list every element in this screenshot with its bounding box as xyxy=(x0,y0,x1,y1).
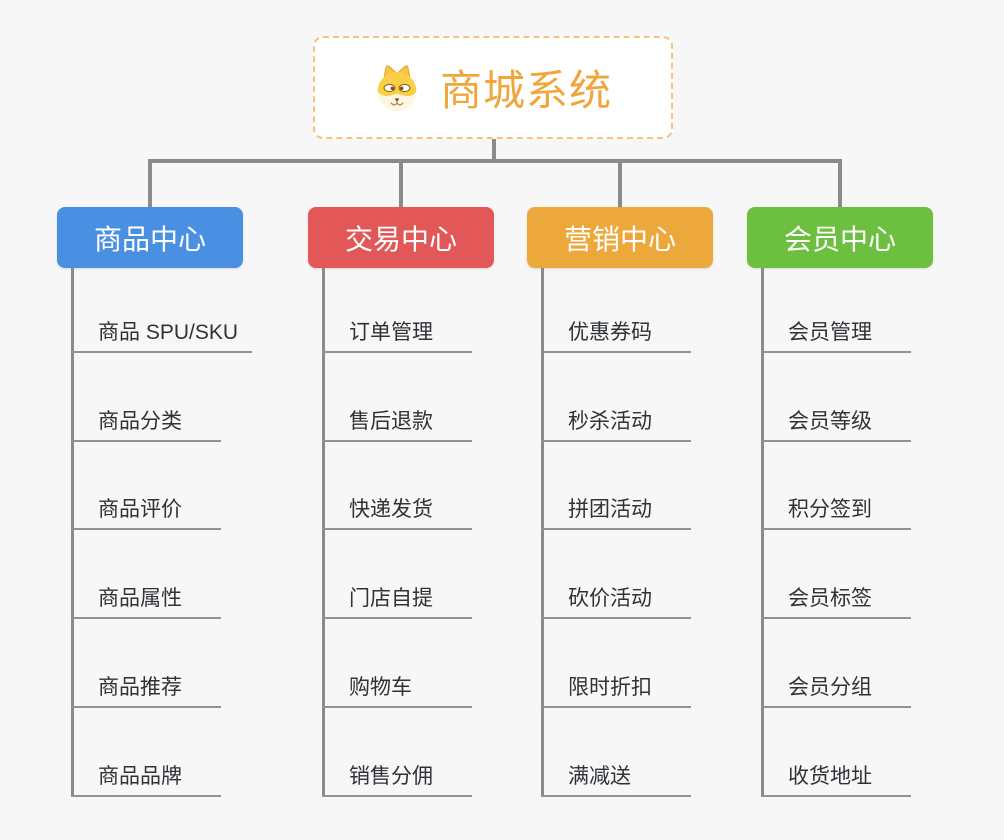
connector-horizontal xyxy=(148,159,842,163)
item-label: 积分签到 xyxy=(761,493,911,531)
item-node[interactable]: 满减送 xyxy=(541,708,691,797)
item-node[interactable]: 拼团活动 xyxy=(541,442,691,531)
branch-3: 营销中心 优惠券码秒杀活动拼团活动砍价活动限时折扣满减送 xyxy=(527,159,767,840)
branch-node[interactable]: 商品中心 xyxy=(57,207,243,268)
branch-1: 商品中心 商品 SPU/SKU 商品分类商品评价商品属性商品推荐商品品牌 xyxy=(57,159,297,840)
item-node[interactable]: 快递发货 xyxy=(322,442,472,531)
item-label: 拼团活动 xyxy=(541,493,691,531)
item-node[interactable]: 销售分佣 xyxy=(322,708,472,797)
item-node[interactable]: 会员标签 xyxy=(761,530,911,620)
item-label: 满减送 xyxy=(541,760,691,797)
branch-items: 优惠券码秒杀活动拼团活动砍价活动限时折扣满减送 xyxy=(541,264,691,797)
item-node[interactable]: 会员等级 xyxy=(761,353,911,442)
branch-node[interactable]: 营销中心 xyxy=(527,207,713,268)
item-label: 会员标签 xyxy=(761,582,911,620)
item-label: 优惠券码 xyxy=(541,316,691,353)
item-node[interactable]: 秒杀活动 xyxy=(541,353,691,442)
item-node[interactable]: 会员分组 xyxy=(761,619,911,708)
item-node[interactable]: 限时折扣 xyxy=(541,619,691,708)
item-label: 商品品牌 xyxy=(71,760,221,797)
item-label: 购物车 xyxy=(322,671,472,708)
branch-label: 会员中心 xyxy=(783,223,896,255)
item-label: 收货地址 xyxy=(761,760,911,797)
item-node[interactable]: 积分签到 xyxy=(761,442,911,531)
item-node[interactable]: 商品 SPU/SKU xyxy=(71,264,253,353)
item-node[interactable]: 收货地址 xyxy=(761,708,911,797)
item-node[interactable]: 商品推荐 xyxy=(71,619,221,708)
item-label: 订单管理 xyxy=(322,316,472,353)
branch-items: 商品 SPU/SKU 商品分类商品评价商品属性商品推荐商品品牌 xyxy=(71,264,253,797)
branch-spine xyxy=(322,268,325,797)
branch-label: 营销中心 xyxy=(563,223,676,255)
connector-branch-drop xyxy=(399,159,403,207)
item-label: 销售分佣 xyxy=(322,760,472,797)
connector-branch-drop xyxy=(148,159,152,207)
branch-2: 交易中心 订单管理售后退款快递发货门店自提购物车销售分佣 xyxy=(308,159,548,840)
item-node[interactable]: 门店自提 xyxy=(322,530,472,620)
root-title: 商城系统 xyxy=(439,67,612,114)
item-node[interactable]: 商品品牌 xyxy=(71,708,221,797)
item-label: 商品 SPU/SKU xyxy=(71,316,253,353)
item-label: 砍价活动 xyxy=(541,582,691,620)
item-node[interactable]: 售后退款 xyxy=(322,353,472,442)
branch-label: 商品中心 xyxy=(93,223,206,255)
branch-label: 交易中心 xyxy=(344,223,457,255)
item-label: 商品分类 xyxy=(71,405,221,442)
item-label: 会员等级 xyxy=(761,405,911,442)
item-node[interactable]: 商品分类 xyxy=(71,353,221,442)
branch-node[interactable]: 交易中心 xyxy=(308,207,494,268)
item-node[interactable]: 商品属性 xyxy=(71,530,221,620)
branch-4: 会员中心 会员管理会员等级积分签到会员标签会员分组收货地址 xyxy=(747,159,987,840)
item-label: 门店自提 xyxy=(322,582,472,620)
connector-branch-drop xyxy=(618,159,622,207)
branch-spine xyxy=(71,268,74,797)
branch-spine xyxy=(541,268,544,797)
item-label: 商品评价 xyxy=(71,493,221,531)
branch-items: 会员管理会员等级积分签到会员标签会员分组收货地址 xyxy=(761,264,911,797)
connector-root-drop xyxy=(492,139,496,163)
shiba-dog-icon xyxy=(374,61,420,115)
branch-items: 订单管理售后退款快递发货门店自提购物车销售分佣 xyxy=(322,264,472,797)
item-label: 会员管理 xyxy=(761,316,911,353)
branch-spine xyxy=(761,268,764,797)
item-node[interactable]: 商品评价 xyxy=(71,442,221,531)
item-node[interactable]: 购物车 xyxy=(322,619,472,708)
item-label: 秒杀活动 xyxy=(541,405,691,442)
item-node[interactable]: 砍价活动 xyxy=(541,530,691,620)
item-label: 快递发货 xyxy=(322,493,472,531)
item-label: 商品属性 xyxy=(71,582,221,620)
branch-node[interactable]: 会员中心 xyxy=(747,207,933,268)
item-node[interactable]: 订单管理 xyxy=(322,264,472,353)
connector-branch-drop xyxy=(838,159,842,207)
item-label: 商品推荐 xyxy=(71,671,221,708)
root-node[interactable]: 商城系统 xyxy=(313,36,673,139)
item-node[interactable]: 会员管理 xyxy=(761,264,911,353)
item-label: 限时折扣 xyxy=(541,671,691,708)
item-label: 售后退款 xyxy=(322,405,472,442)
item-node[interactable]: 优惠券码 xyxy=(541,264,691,353)
item-label: 会员分组 xyxy=(761,671,911,708)
